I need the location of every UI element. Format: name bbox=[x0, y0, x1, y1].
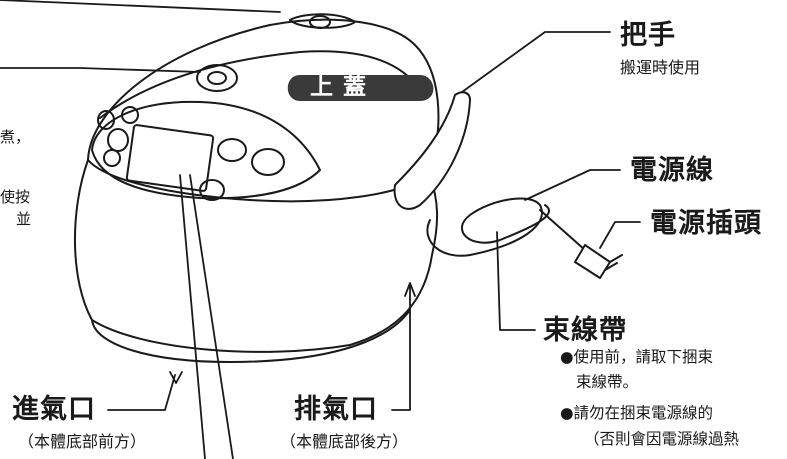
cord-tie-note: ●請勿在捆束電源線的 bbox=[560, 404, 714, 422]
lid-release bbox=[289, 13, 356, 29]
button bbox=[251, 148, 285, 176]
control-panel bbox=[91, 100, 321, 200]
cut-text: 煮， bbox=[0, 128, 31, 146]
display-window bbox=[125, 124, 215, 192]
power-cord-label: 電源線 bbox=[630, 155, 714, 186]
cord-tie-note: ●使用前，請取下捆束 bbox=[560, 348, 714, 366]
cooker-base bbox=[91, 309, 411, 363]
power-cord-coil bbox=[426, 197, 550, 257]
steam-vent bbox=[196, 64, 238, 92]
handle-label: 把手 bbox=[620, 20, 676, 51]
power-plug-label: 電源插頭 bbox=[650, 208, 762, 239]
button bbox=[199, 179, 225, 201]
cut-text: 使按 bbox=[0, 188, 31, 206]
lid-badge: 上 蓋 bbox=[310, 74, 368, 100]
intake-vent-label: 進氣口 bbox=[12, 394, 96, 425]
button bbox=[217, 138, 247, 162]
cord-tie-note: 束線帶。 bbox=[576, 373, 639, 391]
exhaust-vent-desc: （本體底部後方） bbox=[280, 432, 409, 451]
intake-vent-desc: （本體底部前方） bbox=[18, 432, 147, 451]
button bbox=[97, 110, 115, 130]
cord-tie-label: 束線帶 bbox=[543, 315, 627, 346]
handle bbox=[393, 91, 471, 210]
power-plug bbox=[574, 244, 611, 279]
handle-desc: 搬運時使用 bbox=[620, 58, 701, 77]
button bbox=[121, 106, 139, 124]
lid-badge-shape bbox=[287, 75, 434, 101]
cord-tie-note: （否則會因電源線過熱 bbox=[584, 430, 740, 448]
cut-text: 並 bbox=[16, 210, 32, 228]
button bbox=[103, 149, 121, 167]
button bbox=[107, 128, 129, 152]
exhaust-vent-label: 排氣口 bbox=[294, 394, 378, 425]
